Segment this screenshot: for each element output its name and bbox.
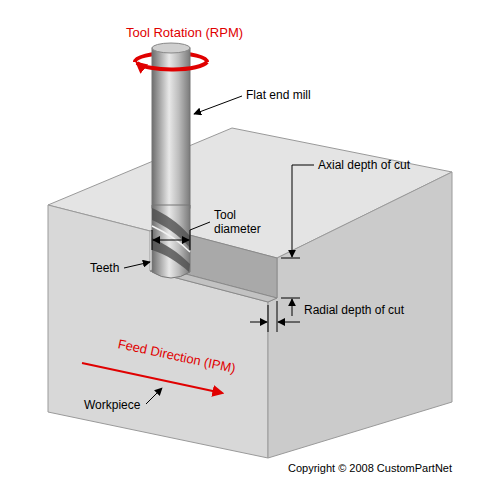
leader-line bbox=[194, 96, 242, 114]
tool-flutes bbox=[152, 205, 190, 278]
dimension-arrow bbox=[250, 322, 267, 323]
dimension-tick bbox=[268, 305, 269, 332]
copyright-note: Copyright © 2008 CustomPartNet bbox=[288, 462, 452, 475]
flute-edge bbox=[152, 226, 190, 252]
dimension-label: Tool diameter bbox=[214, 208, 272, 237]
leader-line bbox=[124, 262, 150, 268]
annotation-label: Tool Rotation (RPM) bbox=[126, 25, 243, 41]
part-label: Flat end mill bbox=[246, 88, 311, 102]
part-label: Workpiece bbox=[84, 398, 140, 412]
leader-line bbox=[146, 388, 162, 404]
dimension-label: Radial depth of cut bbox=[304, 303, 404, 317]
right-face bbox=[268, 172, 452, 458]
dimension-arrow bbox=[278, 322, 300, 323]
tool-top bbox=[152, 43, 190, 53]
dimension-arrow bbox=[292, 165, 314, 257]
dimension-tick bbox=[281, 258, 300, 259]
dimension-tick bbox=[190, 230, 191, 250]
workpiece-block bbox=[48, 128, 452, 458]
dimension-arrow bbox=[292, 299, 293, 316]
left-face bbox=[48, 205, 268, 458]
dimension-label: Axial depth of cut bbox=[318, 158, 410, 172]
flute-groove bbox=[152, 238, 190, 272]
dimension-tick bbox=[152, 230, 153, 250]
dimension-tick bbox=[281, 298, 300, 299]
annotation-label: Feed Direction (IPM) bbox=[116, 336, 237, 376]
rotation-arrow bbox=[137, 62, 207, 69]
leader-line bbox=[190, 222, 210, 230]
end-mill bbox=[152, 43, 190, 278]
part-label: Teeth bbox=[90, 261, 119, 275]
dimension-tick bbox=[277, 301, 278, 332]
dimension-arrow bbox=[153, 240, 189, 241]
tool-shank bbox=[152, 48, 190, 208]
